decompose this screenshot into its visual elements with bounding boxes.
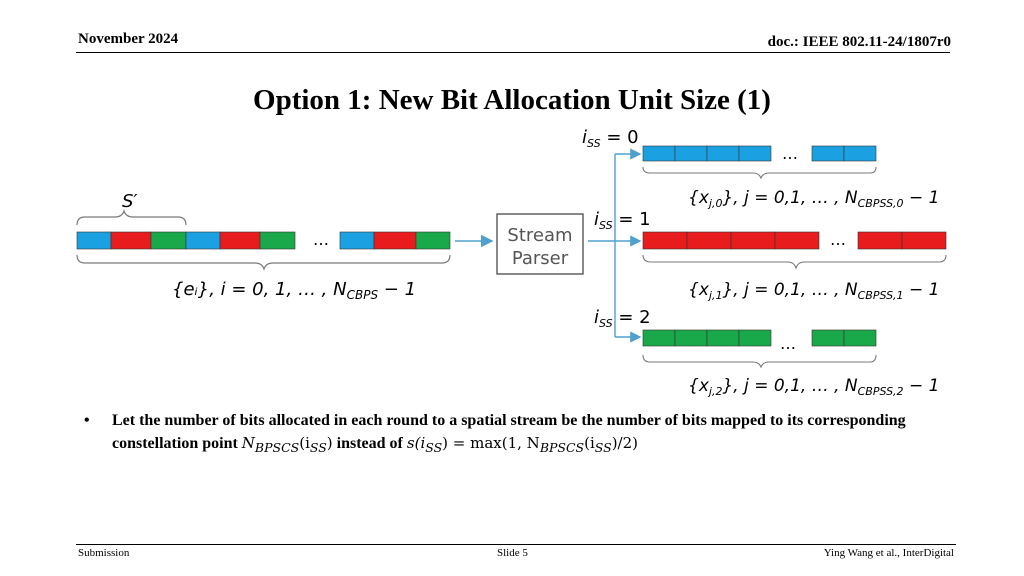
stream1-block (857, 231, 903, 250)
header-divider (76, 52, 950, 53)
stream2-ellipsis: … (780, 334, 796, 353)
stream1-block (730, 231, 776, 250)
input-ellipsis: … (313, 230, 329, 249)
stream2-brace (642, 354, 877, 369)
stream1-brace (642, 254, 947, 270)
stream1-block (774, 231, 820, 250)
stream0-block (706, 145, 740, 162)
footer-slide-number: Slide 5 (497, 547, 528, 559)
stream2-block (706, 329, 740, 347)
input-block (415, 231, 451, 250)
header-date: November 2024 (78, 31, 179, 47)
stream0-blocks: … (642, 144, 877, 163)
formula-nbpscs: NBPSCS(iSS) (241, 434, 333, 455)
stream2-iss-label: iSS = 2 (594, 307, 651, 330)
stream0-iss-label: iSS = 0 (582, 127, 639, 150)
input-brace (76, 254, 451, 271)
stream-parser-label-1: Stream (507, 225, 572, 246)
stream2-block (811, 329, 845, 347)
stream2-blocks: … (642, 329, 877, 353)
footer-left: Submission (78, 547, 130, 559)
input-block (76, 231, 112, 250)
stream0-block (738, 145, 772, 162)
stream2-block (843, 329, 877, 347)
header-doc-id: doc.: IEEE 802.11-24/1807r0 (767, 34, 951, 50)
input-block (259, 231, 296, 250)
stream1-blocks: … (642, 230, 947, 250)
stream1-block (901, 231, 947, 250)
stream0-block (843, 145, 877, 162)
input-block (150, 231, 187, 250)
stream0-block (642, 145, 676, 162)
stream0-brace (642, 166, 877, 180)
stream-parser-box (496, 213, 584, 275)
s-prime-label: S′ (122, 191, 138, 212)
stream0-block (674, 145, 708, 162)
stream1-block (642, 231, 688, 250)
stream1-block (686, 231, 732, 250)
stream1-ellipsis: … (830, 230, 846, 249)
stream0-block (811, 145, 845, 162)
input-block (110, 231, 152, 250)
s-prime-brace (76, 209, 187, 226)
stream0-ellipsis: … (782, 144, 798, 163)
input-block (219, 231, 261, 250)
stream-parser-label-2: Parser (512, 248, 569, 269)
input-block (373, 231, 417, 250)
bullet-marker: • (84, 412, 90, 429)
bullet-text: Let the number of bits allocated in each… (112, 412, 906, 455)
stream2-block (674, 329, 708, 347)
stream1-iss-label: iSS = 1 (594, 209, 651, 232)
formula-s-iss: s(iSS) = max(1, NBPSCS(iSS)/2) (406, 434, 638, 455)
input-brace-label: {eᵢ}, i = 0, 1, … , NCBPS − 1 (172, 279, 416, 302)
input-bit-blocks: … (76, 230, 451, 250)
stream0-brace-label: {xj,0}, j = 0,1, … , NCBPSS,0 − 1 (688, 188, 939, 210)
slide-title: Option 1: New Bit Allocation Unit Size (… (253, 84, 771, 116)
input-block (339, 231, 375, 250)
stream2-brace-label: {xj,2}, j = 0,1, … , NCBPSS,2 − 1 (688, 376, 939, 398)
stream2-block (738, 329, 772, 347)
stream-parser-diagram: S′ … {eᵢ}, i = 0, 1, … , NCBPS − 1 Strea… (76, 127, 947, 398)
stream2-block (642, 329, 676, 347)
footer-authors: Ying Wang et al., InterDigital (823, 547, 954, 559)
footer-divider (76, 544, 956, 545)
stream1-brace-label: {xj,1}, j = 0,1, … , NCBPSS,1 − 1 (688, 280, 939, 302)
input-block (185, 231, 221, 250)
